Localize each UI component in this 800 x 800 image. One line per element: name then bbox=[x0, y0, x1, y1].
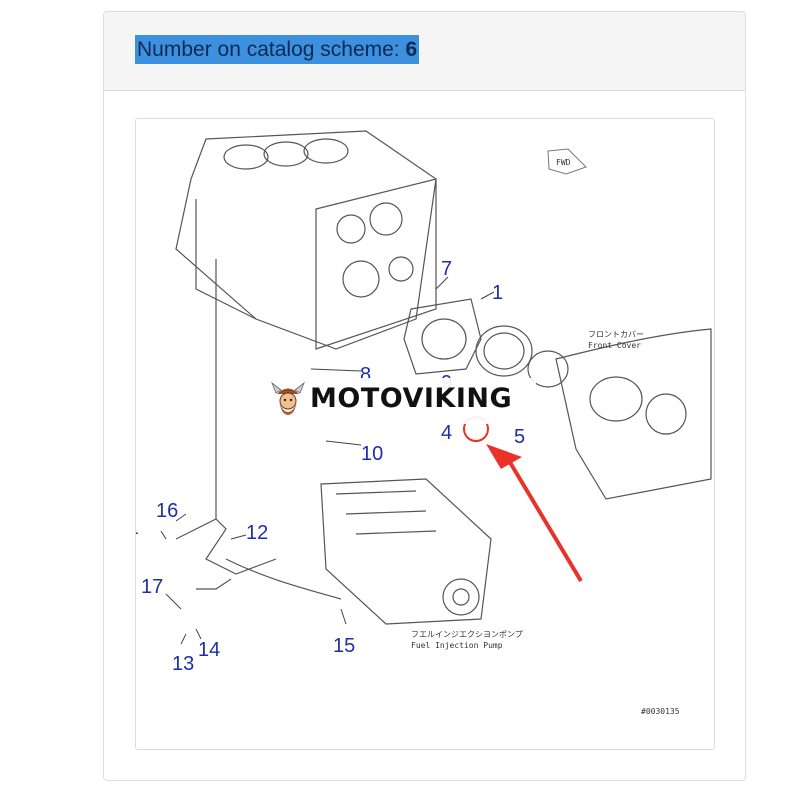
parts-diagram-drawing: FWD フロントカバー Front Cover フエルインジエクシヨンポンプ F… bbox=[136, 130, 712, 716]
viking-logo-icon bbox=[271, 381, 305, 415]
drawing-code: #0030135 bbox=[641, 707, 680, 716]
watermark-brand-text: MOTOVIKING bbox=[310, 383, 513, 414]
callout-5: 5 bbox=[514, 426, 525, 448]
callout-10: 10 bbox=[361, 443, 383, 465]
callout-12: 12 bbox=[246, 522, 268, 544]
callout-15: 15 bbox=[333, 635, 355, 657]
callout-16: 16 bbox=[156, 500, 178, 522]
front-cover-en-label: Front Cover bbox=[588, 341, 641, 350]
front-cover-jp-label: フロントカバー bbox=[588, 330, 644, 339]
scheme-number-label: Number on catalog scheme: bbox=[137, 38, 400, 61]
callout-8: 8 bbox=[360, 364, 371, 386]
scheme-number-value: 6 bbox=[405, 38, 418, 61]
callout-7: 7 bbox=[441, 258, 452, 280]
callout-4: 4 bbox=[441, 422, 452, 444]
callout-17: 17 bbox=[141, 576, 163, 598]
pump-jp-label: フエルインジエクシヨンポンプ bbox=[411, 630, 523, 639]
highlight-arrow-shaft bbox=[506, 457, 583, 583]
highlight-arrow-head bbox=[486, 444, 522, 469]
callout-11: 11 bbox=[136, 517, 139, 539]
pump-en-label: Fuel Injection Pump bbox=[411, 641, 503, 650]
parts-diagram: FWD フロントカバー Front Cover フエルインジエクシヨンポンプ F… bbox=[135, 118, 715, 750]
leader-lines bbox=[160, 276, 495, 645]
fwd-label: FWD bbox=[556, 158, 571, 167]
callout-1: 1 bbox=[492, 282, 503, 304]
panel-heading: Number on catalog scheme: 6 bbox=[104, 12, 745, 91]
fwd-mark bbox=[547, 148, 587, 175]
callout-numbers: 1457891011121314151617 bbox=[136, 258, 525, 675]
cylinder-block bbox=[175, 130, 437, 519]
catalog-scheme-number: Number on catalog scheme: 6 bbox=[135, 35, 420, 64]
watermark-banner: MOTOVIKING bbox=[264, 378, 536, 424]
fuel-injection-pump bbox=[175, 478, 492, 625]
cover-plate bbox=[403, 298, 712, 500]
callout-14: 14 bbox=[198, 639, 220, 661]
callout-13: 13 bbox=[172, 653, 194, 675]
